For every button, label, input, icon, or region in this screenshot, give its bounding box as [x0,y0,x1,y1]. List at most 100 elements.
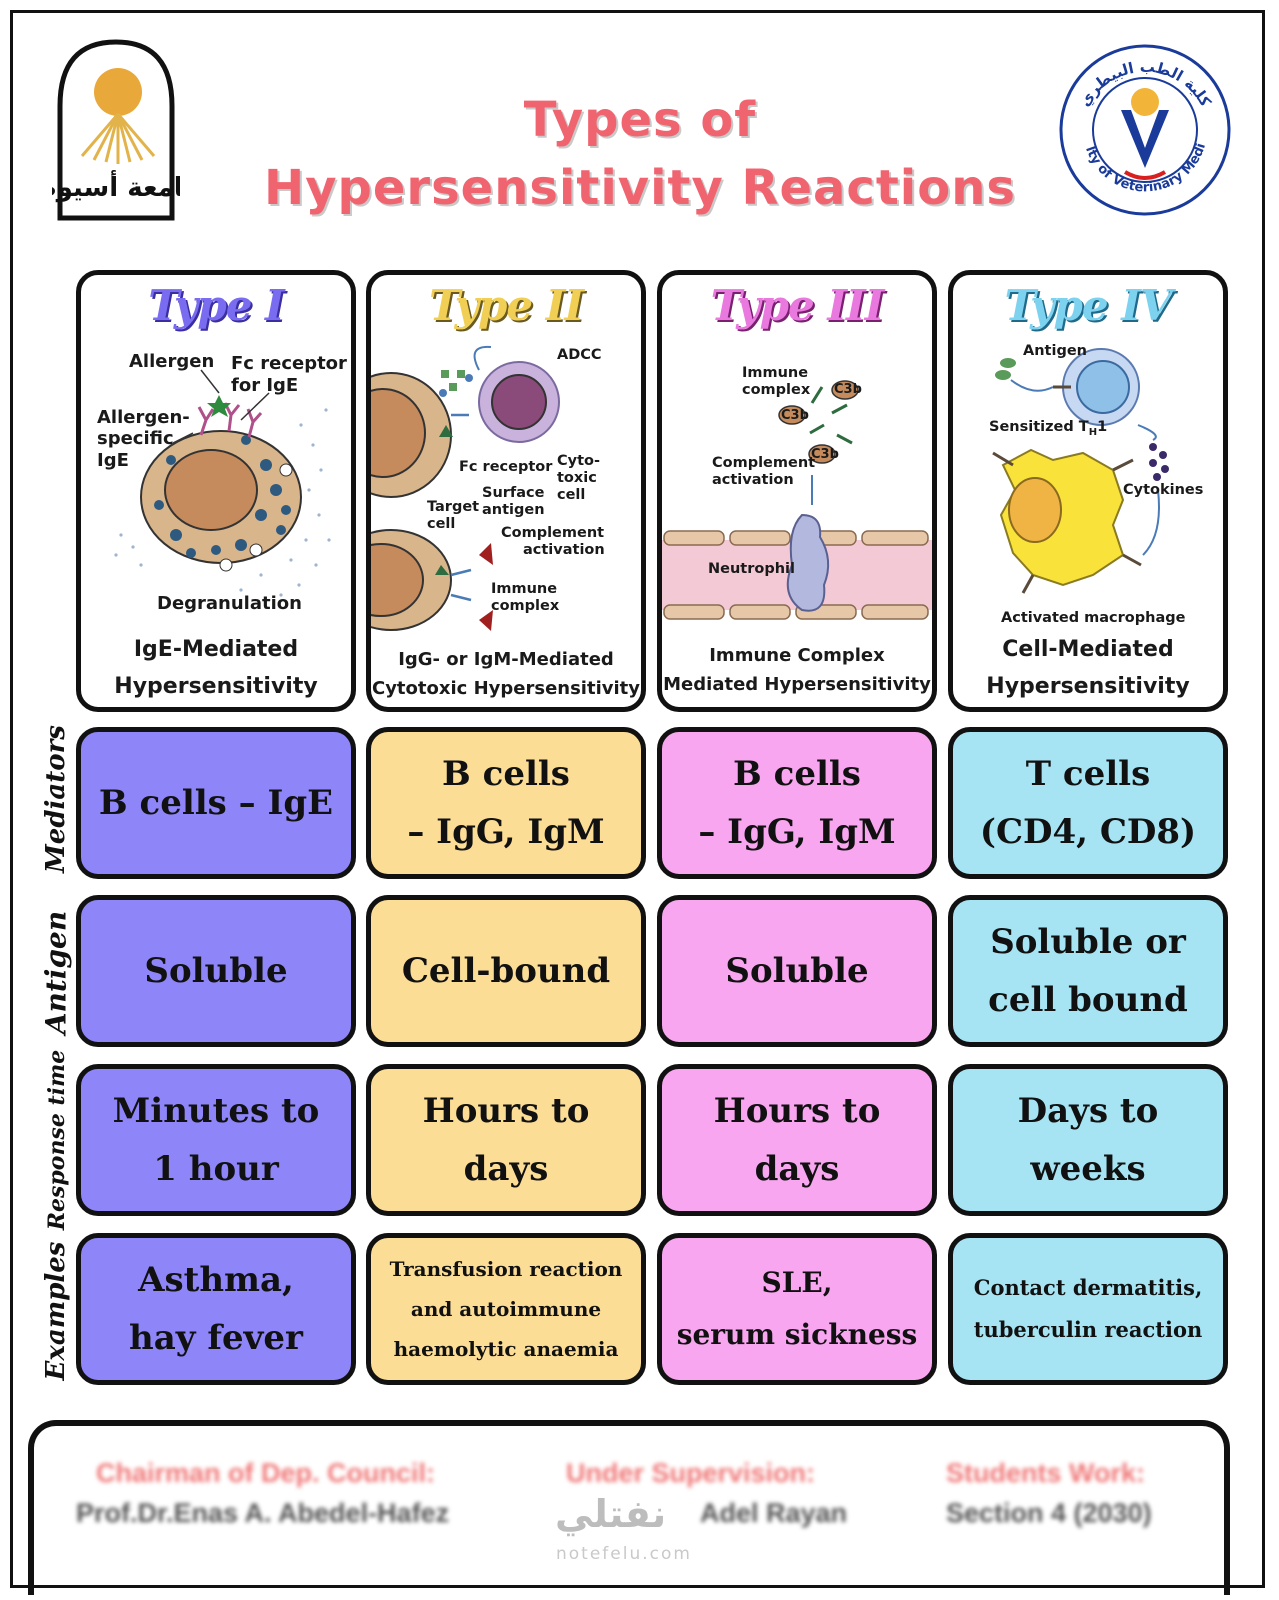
cell-text: hay fever [129,1318,303,1358]
cell-text: T cells [1025,754,1151,794]
cell-text: (CD4, CD8) [979,812,1197,852]
label-surface: Surface [482,485,545,501]
footer-supervision-title: Under Supervision: [566,1458,816,1488]
mast-cell-illustration [114,369,331,597]
type-3-caption-line2: Mediated Hypersensitivity [663,674,931,695]
footer-chairman-title: Chairman of Dep. Council: [96,1458,436,1488]
footer-box [28,1420,1230,1595]
watermark-arabic: نفتلي [555,1492,667,1536]
cell-text: B cells – IgE [98,783,334,823]
university-logo: جامعة أسيوط [52,39,180,221]
label-complex: complex [491,598,560,614]
label-allergen-specific: Allergen- [97,407,190,428]
label-degranulation: Degranulation [157,593,302,614]
antigen-type-3: Soluble [657,895,937,1047]
type-3-caption-line1: Immune Complex [709,645,885,666]
watermark-url: notefelu.com [556,1544,692,1564]
cell-text: 1 hour [153,1149,279,1189]
response-time-type-3: Hours to days [657,1064,937,1216]
antigen-type-2: Cell-bound [366,895,646,1047]
cell-text: Asthma, [138,1260,294,1300]
page-frame [10,10,1265,1588]
cell-text: serum sickness [676,1318,918,1351]
label-activation-3: activation [712,472,794,488]
cell-text: tuberculin reaction [973,1317,1203,1342]
label-for-ige: for IgE [231,375,299,396]
type-1-title: Type I [148,281,284,330]
page-title-line2: Hypersensitivity Reactions [264,160,1016,216]
label-c3b-1: C3b [834,382,862,397]
examples-type-3: SLE, serum sickness [657,1233,937,1385]
cell-text: Hours to [422,1091,590,1131]
label-c3b-2: C3b [781,408,809,423]
mediators-type-3: B cells – IgG, IgM [657,727,937,879]
label-c3b-3: C3b [811,447,839,462]
label-sensitized-text: Sensitized T [989,419,1089,435]
response-time-type-1: Minutes to 1 hour [76,1064,356,1216]
cell-text: Contact dermatitis, [973,1275,1203,1300]
label-target: Target [427,499,480,515]
examples-type-1: Asthma, hay fever [76,1233,356,1385]
faculty-logo: Faculty of Veterinary Medicine كلية الطب… [1055,40,1231,216]
row-label-mediators: Mediators [41,725,71,873]
label-activated-macrophage: Activated macrophage [1001,610,1186,626]
antigen-type-4: Soluble or cell bound [948,895,1228,1047]
cell-text: B cells [733,754,861,794]
type-2-caption-line1: IgG- or IgM-Mediated [398,649,614,670]
label-complement: Complement [501,525,605,541]
type-1-card: Type I Allergen Fc receptor for IgE Alle… [76,270,356,712]
label-specific: specific [97,428,174,449]
cell-text: weeks [1030,1149,1146,1189]
mediators-type-2: B cells – IgG, IgM [366,727,646,879]
label-th-sub: H [1088,426,1098,438]
label-antigen-4: Antigen [1023,343,1087,359]
label-immune: Immune [491,581,558,597]
label-fc-receptor: Fc receptor [231,353,347,374]
immune-complex-illustration [662,380,932,620]
row-label-examples: Examples [41,1241,71,1381]
label-cyto: Cyto- [557,453,601,469]
label-activation: activation [523,542,605,558]
cell-text: days [463,1149,549,1189]
page-title-line1: Types of [523,92,757,148]
examples-type-2: Transfusion reaction and autoimmune haem… [366,1233,646,1385]
label-complement-3: Complement [712,455,816,471]
mediators-type-4: T cells (CD4, CD8) [948,727,1228,879]
cell-text: B cells [442,754,570,794]
row-label-response-time: Response time [44,1049,70,1231]
mediators-type-1: B cells – IgE [76,727,356,879]
label-cytokines: Cytokines [1123,482,1204,498]
label-cell: cell [557,487,586,503]
type-2-caption-line2: Cytotoxic Hypersensitivity [371,678,640,699]
type-1-caption-line1: IgE-Mediated [133,637,299,662]
label-complex-3: complex [742,382,811,398]
footer-chairman-name: Prof.Dr.Enas A. Abedel-Hafez [76,1498,450,1528]
type-2-title: Type II [428,281,584,330]
label-toxic: toxic [557,470,597,486]
type-4-title: Type IV [1004,281,1173,330]
label-adcc: ADCC [557,347,602,363]
cell-text: Soluble or [990,922,1186,962]
antigen-type-1: Soluble [76,895,356,1047]
label-ige: IgE [97,450,129,471]
cell-text: Days to [1017,1091,1159,1131]
label-allergen: Allergen [129,351,215,372]
cell-text: days [754,1149,840,1189]
cytotoxic-illustration [371,345,560,631]
type-3-card: Type III Immune complex C3b C3b C3b Comp… [657,270,937,712]
footer-students-title: Students Work: [946,1458,1146,1488]
cell-text: and autoimmune [410,1297,602,1321]
cell-text: Minutes to [112,1091,320,1131]
cell-text: Hours to [713,1091,881,1131]
cell-text: Transfusion reaction [389,1257,623,1281]
label-fc-receptor-2: Fc receptor [459,459,553,475]
label-immune-3: Immune [742,365,809,381]
macrophage-illustration [992,348,1169,594]
type-4-card: Type IV Antigen Sensitized TH1 Cytokines… [948,270,1228,712]
response-time-type-4: Days to weeks [948,1064,1228,1216]
cell-text: – IgG, IgM [407,812,605,852]
cell-text: Soluble [144,951,288,991]
type-1-caption-line2: Hypersensitivity [114,674,318,699]
cell-text: SLE, [761,1266,833,1299]
footer-students-name: Section 4 (2030) [946,1498,1152,1528]
